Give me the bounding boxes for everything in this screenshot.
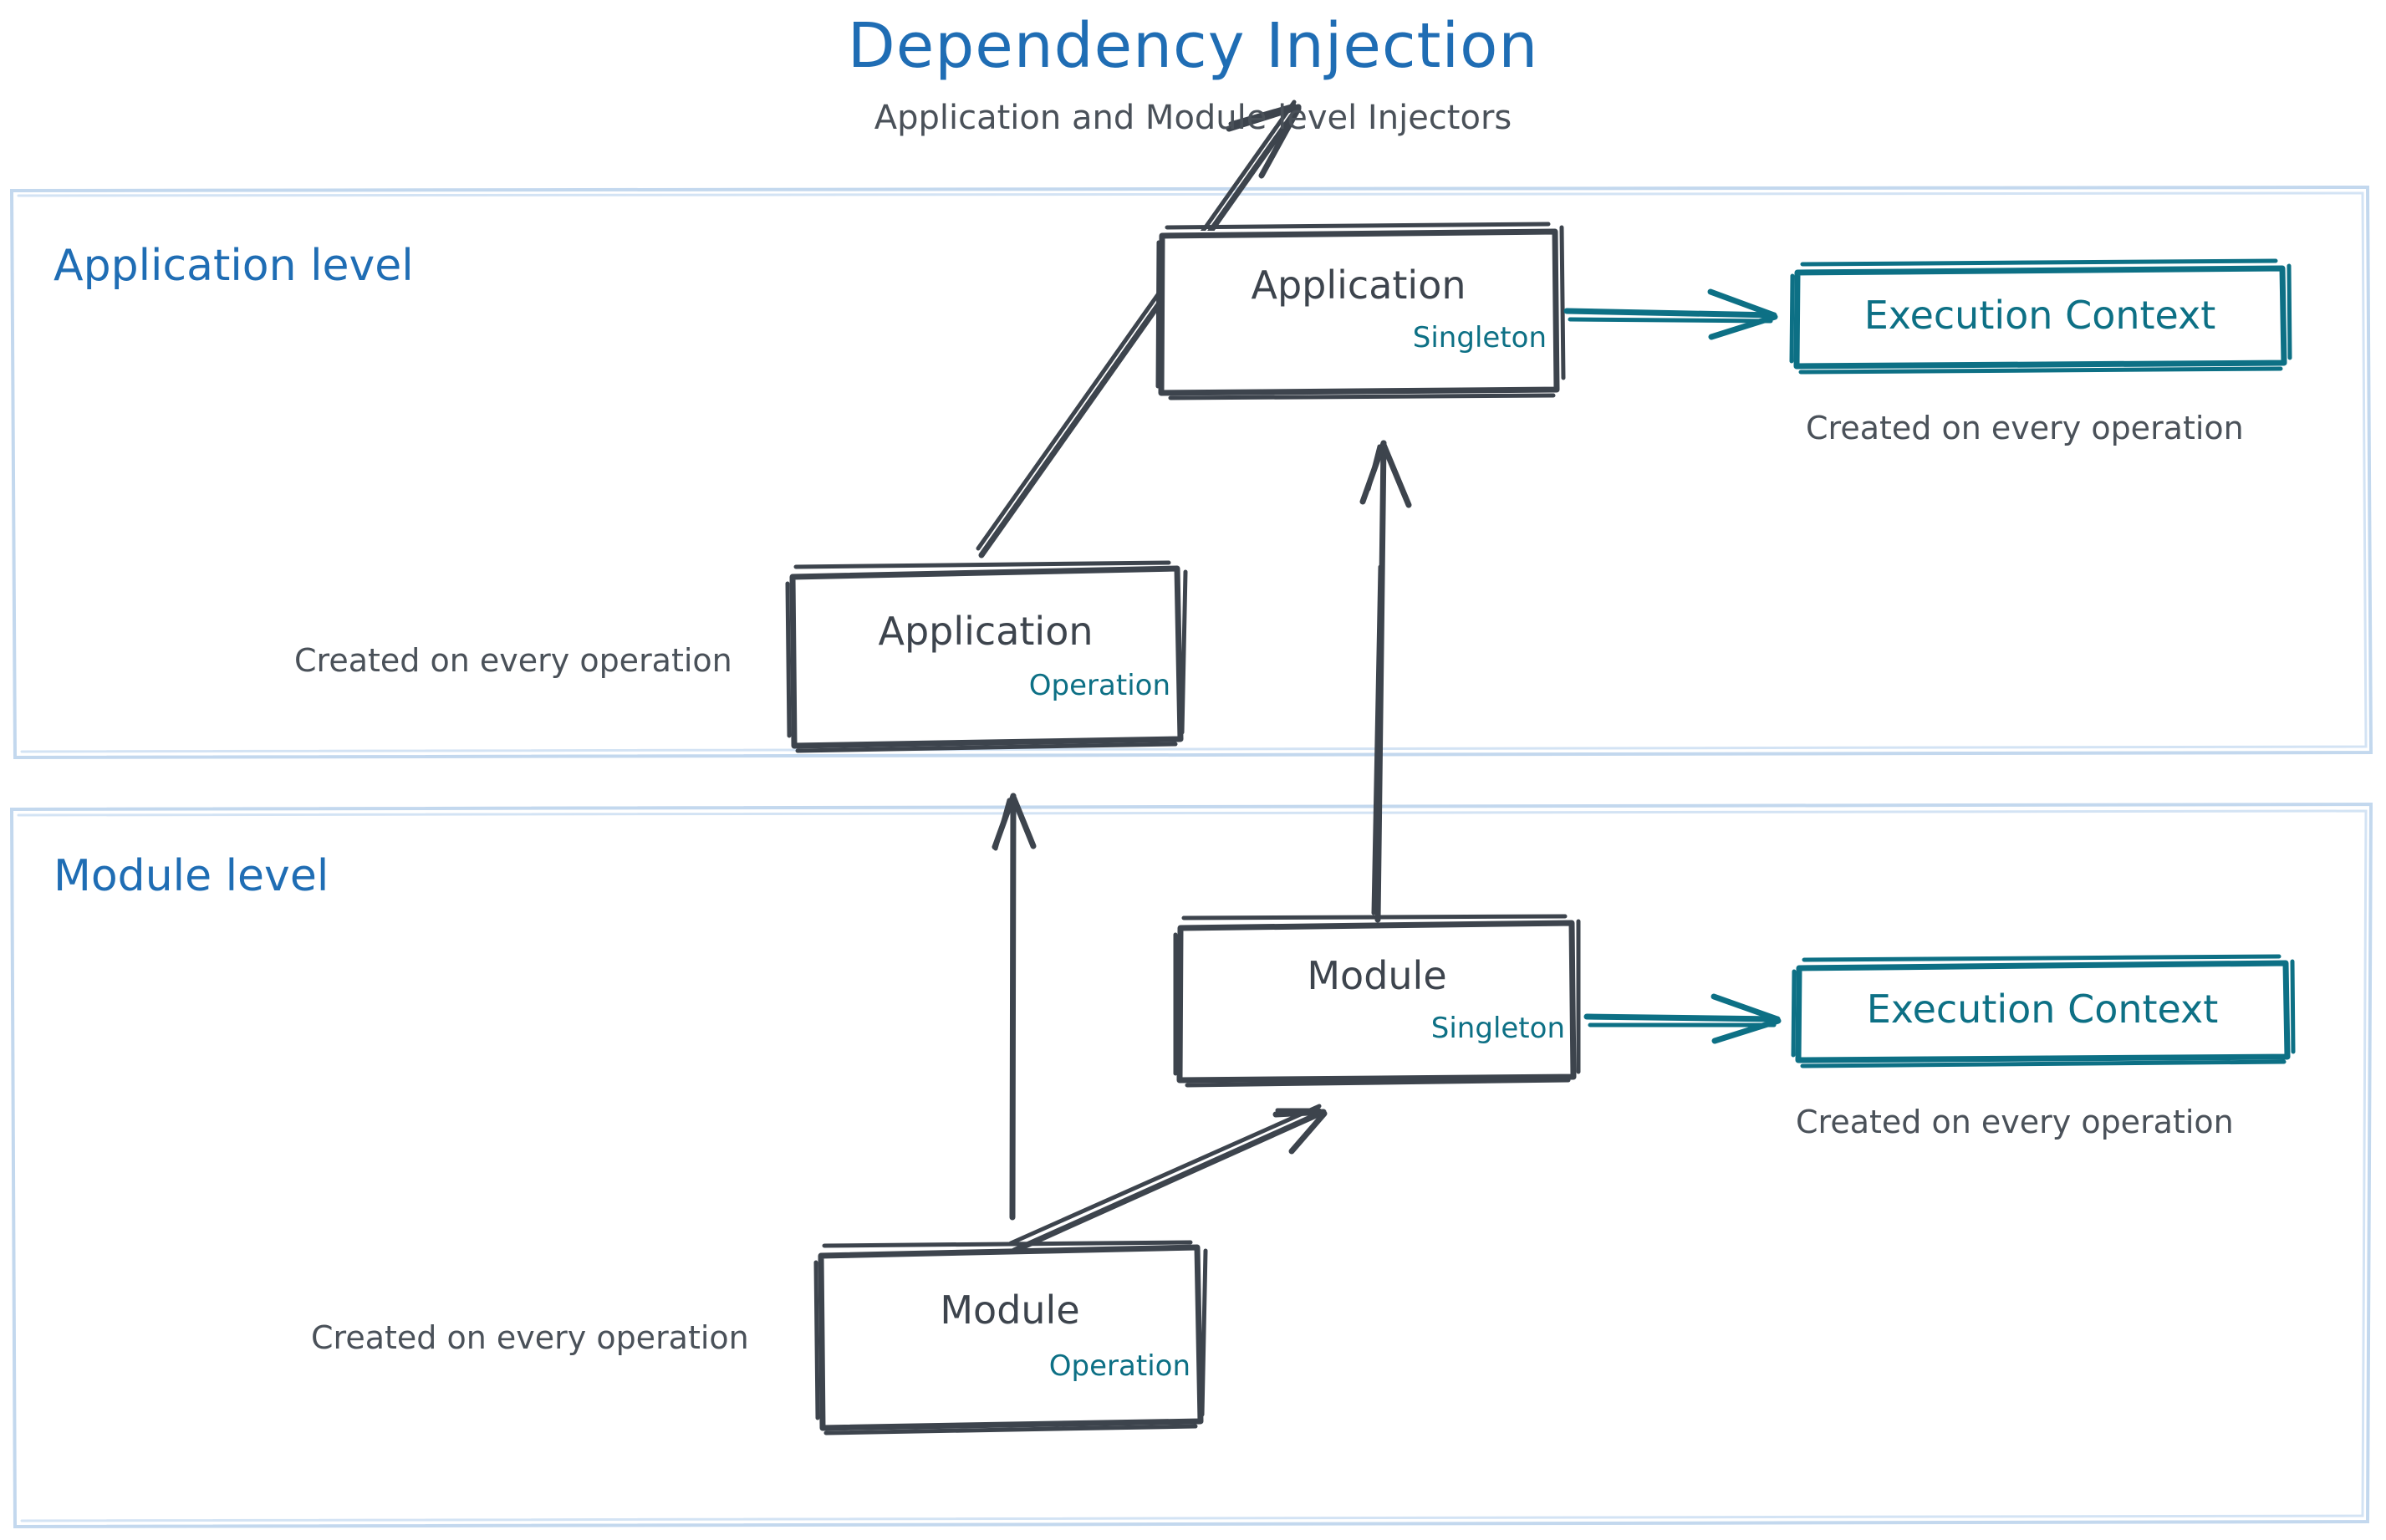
box-execution-context-module-text[interactable]: Execution Context [1796, 961, 2289, 1060]
box-module-operation[interactable] [813, 1240, 1208, 1435]
box-application-singleton-title: Application [1251, 263, 1466, 308]
caption-execution-context-application: Created on every operation [1806, 410, 2244, 446]
arrow-application-operation-to-application-singleton [976, 99, 1302, 558]
box-execution-context-application-text[interactable]: Execution Context [1794, 266, 2286, 366]
box-module-singleton-text[interactable]: Module Singleton [1177, 920, 1577, 1079]
box-application-singleton-scope: Singleton [1412, 321, 1547, 354]
execution-context-application-title: Execution Context [1863, 293, 2216, 338]
caption-execution-context-module: Created on every operation [1796, 1104, 2234, 1140]
module-level-panel [9, 802, 2373, 1529]
box-application-singleton-text[interactable]: Application Singleton [1159, 227, 1558, 390]
panel-label-application-level: Application level [54, 241, 414, 291]
box-execution-context-application[interactable] [1789, 258, 2292, 375]
arrow-module-operation-to-module-singleton [1008, 1104, 1328, 1254]
box-module-operation-scope: Operation [1048, 1349, 1190, 1383]
box-module-singleton-title: Module [1307, 953, 1447, 998]
box-application-operation-scope: Operation [1028, 669, 1170, 702]
box-module-singleton-scope: Singleton [1430, 1012, 1565, 1045]
box-application-operation-title: Application [878, 609, 1094, 654]
box-application-operation-text[interactable]: Application Operation [789, 569, 1182, 746]
box-application-singleton[interactable] [1155, 222, 1566, 400]
application-level-panel [9, 185, 2373, 760]
box-module-operation-title: Module [940, 1288, 1080, 1333]
arrow-application-to-execution-context [1563, 288, 1778, 340]
arrow-module-singleton-to-application-singleton [1359, 440, 1412, 923]
box-execution-context-module[interactable] [1791, 954, 2296, 1068]
box-module-operation-text[interactable]: Module Operation [818, 1247, 1202, 1428]
arrow-module-operation-to-application-level [992, 793, 1037, 1221]
page-title: Dependency Injection [847, 10, 1539, 82]
arrow-module-to-execution-context [1583, 993, 1782, 1044]
execution-context-module-title: Execution Context [1866, 987, 2219, 1032]
caption-module-operation: Created on every operation [311, 1319, 749, 1356]
box-module-singleton[interactable] [1173, 914, 1581, 1088]
caption-application-operation: Created on every operation [294, 642, 732, 679]
panel-label-module-level: Module level [54, 851, 329, 901]
box-application-operation[interactable] [785, 560, 1188, 753]
page-subtitle: Application and Module level Injectors [874, 99, 1512, 137]
